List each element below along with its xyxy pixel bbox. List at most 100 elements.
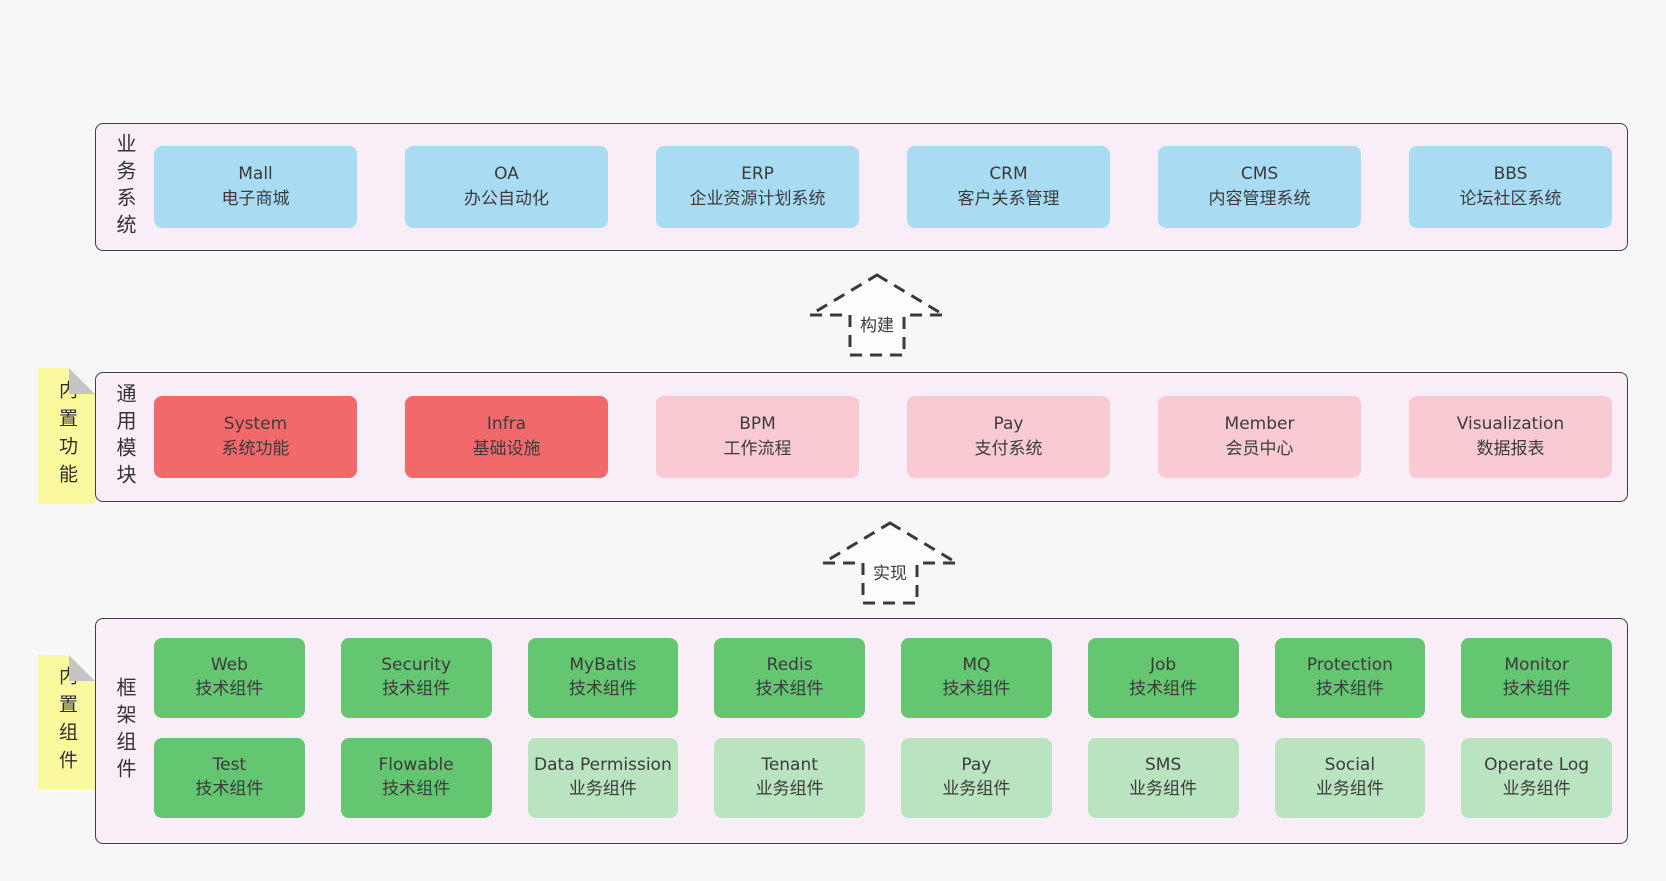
- box-title: Redis: [766, 655, 813, 676]
- box-subtitle: 业务组件: [568, 779, 637, 799]
- box-subtitle: 技术组件: [195, 679, 264, 699]
- box-subtitle: 办公自动化: [464, 189, 549, 209]
- box-sms: SMS 业务组件: [1087, 738, 1239, 818]
- box-subtitle: 企业资源计划系统: [689, 189, 826, 209]
- box-title: SMS: [1145, 755, 1182, 776]
- box-subtitle: 论坛社区系统: [1459, 189, 1562, 209]
- box-title: Operate Log: [1484, 755, 1590, 776]
- box-subtitle: 技术组件: [1129, 679, 1198, 699]
- box-title: Protection: [1306, 655, 1393, 676]
- arrow-label: 实现: [870, 559, 910, 584]
- box-title: Visualization: [1456, 413, 1565, 434]
- box-title: BPM: [739, 413, 776, 434]
- box-subtitle: 客户关系管理: [957, 189, 1060, 209]
- layer-label-text: 通用模块: [113, 383, 137, 491]
- box-title: Pay: [993, 413, 1024, 434]
- box-pay: Pay 支付系统: [907, 396, 1110, 478]
- box-redis: Redis 技术组件: [714, 638, 865, 718]
- layer-label-framework-components: 框架组件: [96, 619, 154, 843]
- layer-label-common-modules: 通用模块: [96, 373, 154, 501]
- box-subtitle: 基础设施: [472, 439, 541, 459]
- box-subtitle: 业务组件: [1129, 779, 1198, 799]
- box-oa: OA 办公自动化: [405, 146, 608, 228]
- box-subtitle: 业务组件: [942, 779, 1011, 799]
- box-subtitle: 内容管理系统: [1208, 189, 1311, 209]
- box-web: Web 技术组件: [154, 638, 305, 718]
- box-title: Monitor: [1504, 655, 1569, 676]
- box-pay-biz: Pay 业务组件: [901, 738, 1052, 818]
- arrow-build: 构建: [806, 271, 948, 359]
- arrow-implement: 实现: [819, 519, 961, 607]
- box-subtitle: 业务组件: [1502, 779, 1571, 799]
- box-visualization: Visualization 数据报表: [1409, 396, 1612, 478]
- box-subtitle: 技术组件: [942, 679, 1011, 699]
- box-subtitle: 系统功能: [221, 439, 290, 459]
- module-boxes-row: System 系统功能 Infra 基础设施 BPM 工作流程 Pay 支付系统…: [154, 373, 1627, 501]
- note-text: 内置功能: [56, 380, 78, 492]
- box-title: Social: [1324, 755, 1376, 776]
- box-subtitle: 会员中心: [1225, 439, 1294, 459]
- box-title: Member: [1224, 413, 1295, 434]
- box-subtitle: 技术组件: [382, 779, 451, 799]
- box-title: Test: [212, 755, 247, 776]
- box-title: Flowable: [378, 755, 454, 776]
- box-title: Security: [381, 655, 452, 676]
- box-subtitle: 数据报表: [1476, 439, 1545, 459]
- box-subtitle: 支付系统: [974, 439, 1043, 459]
- box-cms: CMS 内容管理系统: [1158, 146, 1361, 228]
- box-infra: Infra 基础设施: [405, 396, 608, 478]
- arrow-label: 构建: [857, 311, 897, 336]
- box-bpm: BPM 工作流程: [656, 396, 859, 478]
- layer-framework-components: 框架组件 Web 技术组件 Security 技术组件 MyBatis 技术组件…: [95, 618, 1628, 844]
- component-boxes-grid: Web 技术组件 Security 技术组件 MyBatis 技术组件 Redi…: [154, 619, 1627, 843]
- layer-label-business-systems: 业务系统: [96, 124, 154, 250]
- box-title: Tenant: [761, 755, 818, 776]
- box-title: CMS: [1240, 163, 1279, 184]
- box-subtitle: 技术组件: [1315, 679, 1384, 699]
- box-monitor: Monitor 技术组件: [1461, 638, 1612, 718]
- box-subtitle: 电子商城: [221, 189, 290, 209]
- layer-common-modules: 通用模块 System 系统功能 Infra 基础设施 BPM 工作流程 Pay…: [95, 372, 1628, 502]
- box-crm: CRM 客户关系管理: [907, 146, 1110, 228]
- box-subtitle: 业务组件: [1315, 779, 1384, 799]
- box-subtitle: 技术组件: [1502, 679, 1571, 699]
- box-subtitle: 工作流程: [723, 439, 792, 459]
- box-title: BBS: [1493, 163, 1528, 184]
- box-title: MQ: [962, 655, 991, 676]
- box-title: ERP: [741, 163, 774, 184]
- box-mall: Mall 电子商城: [154, 146, 357, 228]
- box-subtitle: 业务组件: [755, 779, 824, 799]
- note-fold-corner-icon: [69, 655, 95, 681]
- box-title: System: [223, 413, 288, 434]
- note-fold-corner-icon: [69, 368, 95, 394]
- box-security: Security 技术组件: [340, 638, 492, 718]
- box-tenant: Tenant 业务组件: [714, 738, 865, 818]
- box-title: OA: [494, 163, 519, 184]
- business-boxes-row: Mall 电子商城 OA 办公自动化 ERP 企业资源计划系统 CRM 客户关系…: [154, 124, 1627, 250]
- box-subtitle: 技术组件: [755, 679, 824, 699]
- box-erp: ERP 企业资源计划系统: [656, 146, 859, 228]
- box-member: Member 会员中心: [1158, 396, 1361, 478]
- box-bbs: BBS 论坛社区系统: [1409, 146, 1612, 228]
- box-title: MyBatis: [569, 655, 637, 676]
- sticky-note-built-in-components: 内置组件: [38, 655, 95, 789]
- box-title: CRM: [989, 163, 1028, 184]
- sticky-note-built-in-features: 内置功能: [38, 368, 95, 504]
- box-data-permission: Data Permission 业务组件: [527, 738, 679, 818]
- note-text: 内置组件: [56, 666, 78, 778]
- box-title: Web: [210, 655, 248, 676]
- box-title: Job: [1150, 655, 1177, 676]
- box-title: Pay: [961, 755, 992, 776]
- box-system: System 系统功能: [154, 396, 357, 478]
- box-title: Data Permission: [534, 755, 672, 776]
- box-flowable: Flowable 技术组件: [340, 738, 492, 818]
- box-subtitle: 技术组件: [568, 679, 637, 699]
- box-mybatis: MyBatis 技术组件: [527, 638, 679, 718]
- box-title: Infra: [486, 413, 527, 434]
- box-operate-log: Operate Log 业务组件: [1461, 738, 1612, 818]
- box-protection: Protection 技术组件: [1274, 638, 1426, 718]
- box-subtitle: 技术组件: [382, 679, 451, 699]
- box-title: Mall: [238, 163, 273, 184]
- box-subtitle: 技术组件: [195, 779, 264, 799]
